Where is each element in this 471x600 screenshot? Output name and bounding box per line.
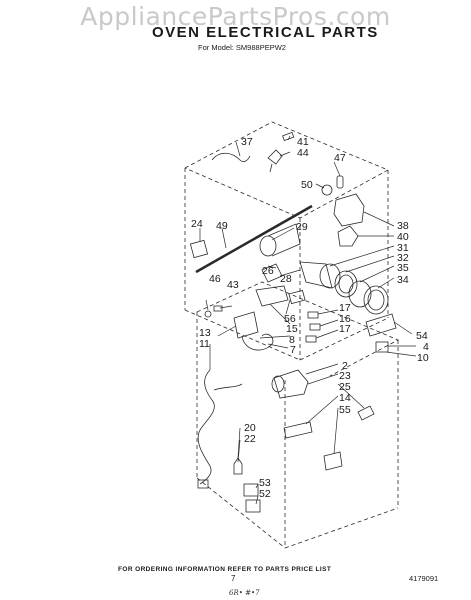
- cord-part: [261, 263, 283, 283]
- model-number: For Model: SM988PEPW2: [198, 43, 286, 52]
- diagram-number: 4179091: [409, 574, 439, 583]
- handwritten-note: 6R• #•7: [229, 589, 260, 597]
- lower-cabinet-outline: [196, 281, 399, 549]
- light-socket-part: [233, 457, 243, 475]
- callout-4: 4: [423, 341, 429, 353]
- callout-15: 15: [286, 323, 298, 335]
- wire-lead-part: [211, 152, 251, 163]
- plug-part: [197, 479, 209, 489]
- relay-part: [375, 341, 389, 353]
- callout-22: 22: [244, 433, 256, 445]
- page-title: OVEN ELECTRICAL PARTS: [152, 24, 379, 41]
- callout-17b: 17: [339, 323, 351, 335]
- bracket-part-55: [323, 451, 343, 471]
- callout-8: 8: [289, 334, 295, 346]
- terminal-block-part: [288, 289, 306, 305]
- selector-switch-part: [333, 193, 365, 227]
- callout-44: 44: [297, 147, 309, 159]
- callout-13: 13: [199, 327, 211, 339]
- gasket-part: [348, 280, 372, 308]
- harness-part: [241, 333, 274, 351]
- screw-part: [204, 310, 212, 318]
- callout-numbers: 37 41 44 47 50 24 49 29 38 40 31 26 32 2…: [191, 136, 429, 500]
- thermal-fuse-part: [336, 175, 344, 189]
- callout-23: 23: [339, 370, 351, 382]
- callout-16: 16: [339, 313, 351, 325]
- callout-26: 26: [262, 265, 274, 277]
- ring-part: [334, 270, 358, 298]
- wire-harness-part: [197, 369, 243, 485]
- lens-part: [363, 285, 389, 315]
- clip-part: [213, 305, 223, 312]
- callout-24: 24: [191, 218, 203, 230]
- sensor-part: [255, 285, 289, 307]
- connector-part: [267, 149, 283, 173]
- bracket-part: [189, 239, 209, 259]
- callout-28: 28: [280, 273, 292, 285]
- motor-part: [273, 369, 309, 399]
- callout-25: 25: [339, 381, 351, 393]
- callout-41: 41: [297, 136, 309, 148]
- callout-20: 20: [244, 422, 256, 434]
- callout-34: 34: [397, 274, 409, 286]
- watermark: AppliancePartsPros.com: [80, 2, 391, 31]
- callout-7: 7: [290, 344, 296, 356]
- plate-part: [365, 313, 397, 337]
- lamp-part: [319, 263, 341, 289]
- rod-part: [195, 204, 313, 274]
- junction-block-part: [233, 311, 259, 339]
- callout-50: 50: [301, 179, 313, 191]
- leader-lines: [199, 135, 417, 505]
- ordering-note: FOR ORDERING INFORMATION REFER TO PARTS …: [118, 566, 332, 573]
- callout-49: 49: [216, 220, 228, 232]
- upper-cabinet-outline: [184, 121, 389, 361]
- clip-part-17: [307, 311, 319, 319]
- clip-part-16: [309, 323, 321, 331]
- switch-knob-part: [337, 225, 359, 247]
- fuse-part: [282, 131, 295, 142]
- callout-11: 11: [199, 338, 210, 350]
- ring-part-inner: [338, 274, 354, 294]
- callout-17: 17: [339, 302, 351, 314]
- callout-55: 55: [339, 404, 351, 416]
- callout-43: 43: [227, 279, 239, 291]
- callout-32: 32: [397, 252, 409, 264]
- callout-10: 10: [417, 352, 429, 364]
- clip-part-25: [357, 405, 375, 421]
- receptacle-part: [243, 483, 259, 497]
- page-number: 7: [231, 574, 236, 583]
- callout-37: 37: [241, 136, 253, 148]
- callout-31: 31: [397, 242, 409, 254]
- callout-14: 14: [339, 392, 351, 404]
- callout-2: 2: [342, 360, 348, 372]
- callout-46: 46: [209, 273, 221, 285]
- clip-part-17b: [305, 335, 317, 343]
- receptacle-part-52: [245, 499, 261, 513]
- callout-52: 52: [259, 488, 271, 500]
- callout-54: 54: [416, 330, 428, 342]
- callout-40: 40: [397, 231, 409, 243]
- callout-38: 38: [397, 220, 409, 232]
- callout-56: 56: [284, 313, 296, 325]
- callout-53: 53: [259, 477, 271, 489]
- bushing-part: [321, 184, 333, 196]
- callout-47: 47: [334, 152, 346, 164]
- probe-part: [283, 421, 313, 439]
- callout-29: 29: [296, 221, 308, 233]
- callout-35: 35: [397, 262, 409, 274]
